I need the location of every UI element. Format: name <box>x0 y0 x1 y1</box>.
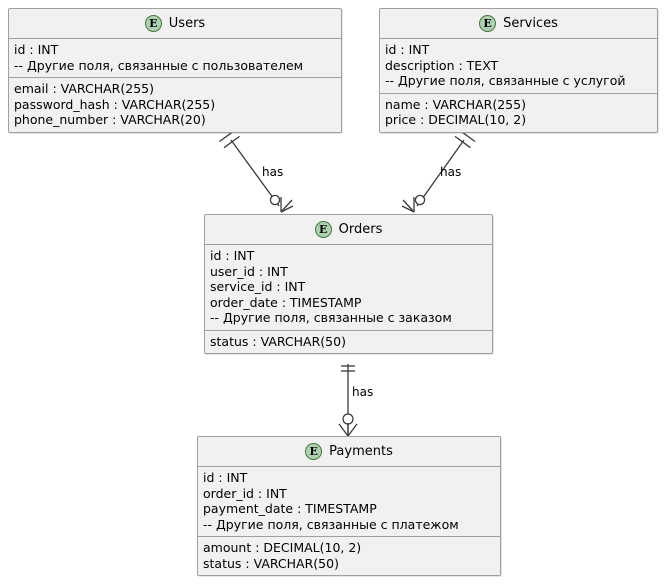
entity-payments-header: E Payments <box>198 437 500 467</box>
entity-payments[interactable]: E Payments id : INT order_id : INT payme… <box>197 436 501 576</box>
cardinality-zero-services-orders <box>414 194 426 206</box>
entity-services-section-0: id : INT description : TEXT -- Другие по… <box>380 39 657 93</box>
field: name : VARCHAR(255) <box>385 96 526 112</box>
field: id : INT <box>14 42 59 57</box>
field: description : TEXT <box>385 57 499 73</box>
entity-users-title: Users <box>168 16 206 31</box>
crowsfoot-services-orders-b <box>402 199 415 213</box>
entity-icon: E <box>479 15 497 32</box>
entity-orders-section-0: id : INT user_id : INT service_id : INT … <box>205 245 492 330</box>
entity-orders-header: E Orders <box>205 215 492 245</box>
field: -- Другие поля, связанные с услугой <box>385 73 626 88</box>
entity-icon: E <box>314 221 332 238</box>
relationship-label-services-orders: has <box>440 165 462 179</box>
field: order_id : INT <box>203 485 287 501</box>
entity-orders[interactable]: E Orders id : INT user_id : INT service_… <box>204 214 493 354</box>
entity-orders-title: Orders <box>338 222 383 237</box>
cardinality-zero-users-orders <box>269 194 281 206</box>
crowsfoot-orders-payments-c <box>347 423 358 437</box>
entity-payments-title: Payments <box>329 444 393 459</box>
entity-services-header: E Services <box>380 9 657 39</box>
field: id : INT <box>210 248 255 263</box>
field: -- Другие поля, связанные с пользователе… <box>14 57 304 73</box>
cardinality-exactly-one-users-2 <box>223 135 240 149</box>
crowsfoot-users-orders-b <box>280 199 293 213</box>
entity-icon: E <box>144 15 162 32</box>
entity-services-title: Services <box>503 16 558 31</box>
entity-users-section-0: id : INT -- Другие поля, связанные с пол… <box>9 39 341 77</box>
entity-users-section-1: email : VARCHAR(255) password_hash : VAR… <box>9 77 341 132</box>
field: id : INT <box>203 470 248 485</box>
field: price : DECIMAL(10, 2) <box>385 112 527 127</box>
field: status : VARCHAR(50) <box>210 333 346 349</box>
field: -- Другие поля, связанные с заказом <box>210 310 452 325</box>
field: service_id : INT <box>210 279 306 294</box>
entity-users-header: E Users <box>9 9 341 39</box>
field: user_id : INT <box>210 263 288 279</box>
cardinality-zero-orders-payments <box>342 413 354 425</box>
field: id : INT <box>385 42 430 57</box>
field: payment_date : TIMESTAMP <box>203 501 377 516</box>
entity-payments-section-1: amount : DECIMAL(10, 2) status : VARCHAR… <box>198 536 500 575</box>
entity-services[interactable]: E Services id : INT description : TEXT -… <box>379 8 658 133</box>
crowsfoot-users-orders-c <box>280 205 294 213</box>
field: phone_number : VARCHAR(20) <box>14 112 206 127</box>
crowsfoot-orders-payments-b <box>338 423 349 437</box>
entity-icon: E <box>305 443 323 460</box>
entity-payments-section-0: id : INT order_id : INT payment_date : T… <box>198 467 500 536</box>
field: status : VARCHAR(50) <box>203 555 339 571</box>
relationship-label-orders-payments: has <box>352 385 374 399</box>
field: -- Другие поля, связанные с платежом <box>203 516 459 532</box>
entity-orders-section-1: status : VARCHAR(50) <box>205 329 492 354</box>
relationship-label-users-orders: has <box>262 165 284 179</box>
field: amount : DECIMAL(10, 2) <box>203 540 362 555</box>
entity-users[interactable]: E Users id : INT -- Другие поля, связанн… <box>8 8 342 133</box>
field: order_date : TIMESTAMP <box>210 294 362 310</box>
entity-services-section-1: name : VARCHAR(255) price : DECIMAL(10, … <box>380 92 657 132</box>
cardinality-exactly-one-services-2 <box>454 135 471 149</box>
field: email : VARCHAR(255) <box>14 81 154 96</box>
crowsfoot-services-orders-c <box>401 205 415 213</box>
field: password_hash : VARCHAR(255) <box>14 96 216 112</box>
